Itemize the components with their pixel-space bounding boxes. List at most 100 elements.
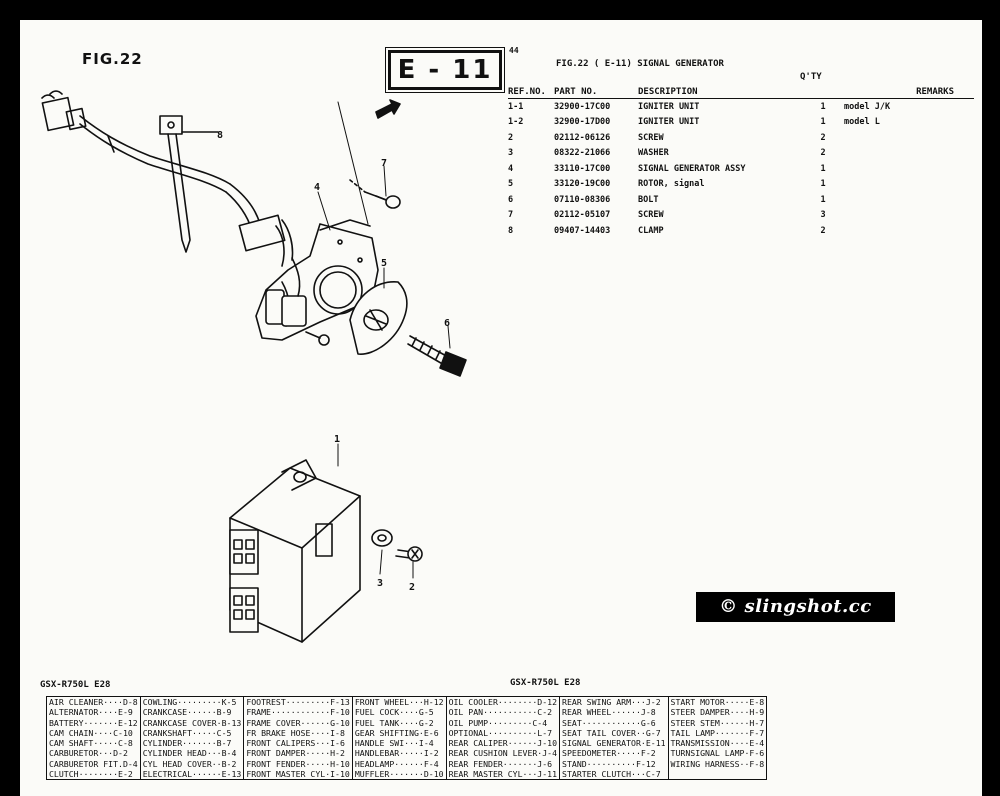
index-entry[interactable]: FR BRAKE HOSE····I-8 (246, 727, 345, 738)
cell-remarks (836, 177, 974, 193)
index-entry[interactable]: FUEL COCK····G-5 (354, 707, 434, 718)
index-entry[interactable]: CRANKCASE······B-9 (142, 707, 232, 718)
cell-desc: SCREW (638, 132, 664, 143)
callout-2: 2 (409, 582, 415, 593)
cell-remarks: model J/K (844, 101, 891, 112)
index-entry[interactable]: SEAT············G-6 (562, 717, 656, 728)
cell-ref: 5 (508, 179, 514, 190)
index-entry[interactable]: OIL COOLER········D-12 (448, 697, 558, 707)
cell-part: 33110-17C00 (554, 163, 611, 174)
index-entry[interactable]: FRONT WHEEL···H-12 (354, 697, 444, 707)
cell-qty: 2 (820, 132, 826, 143)
index-entry[interactable]: REAR FENDER·······J-6 (448, 758, 553, 769)
index-entry[interactable]: CAM CHAIN····C-10 (49, 727, 133, 738)
index-entry[interactable]: CYLINDER HEAD···B-4 (142, 748, 237, 759)
callout-7: 7 (381, 158, 387, 169)
index-entry[interactable]: STEER STEM······H-7 (670, 717, 765, 728)
index-entry[interactable]: CLUTCH········E-2 (49, 769, 133, 780)
index-entry[interactable]: CARBURETOR···D-2 (49, 748, 128, 759)
index-entry[interactable]: FRONT FENDER·····H-10 (246, 758, 350, 769)
index-entry[interactable]: OIL PUMP·········C-4 (448, 717, 548, 728)
index-entry[interactable]: START MOTOR·····E-8 (670, 697, 765, 707)
index-entry[interactable]: OPTIONAL··········L-7 (448, 727, 553, 738)
index-entry[interactable]: FUEL TANK····G-2 (354, 717, 434, 728)
index-entry[interactable]: CYLINDER·······B-7 (142, 738, 232, 749)
index-entry[interactable]: WIRING HARNESS··F-8 (670, 758, 765, 769)
index-entry[interactable]: COWLING·········K-5 (142, 697, 237, 707)
callout-leaders (217, 101, 451, 579)
callout-1: 1 (334, 434, 340, 445)
cell-ref: 1-2 (508, 117, 524, 128)
index-entry[interactable]: CRANKSHAFT·····C-5 (142, 727, 232, 738)
cell-ref: 3 (508, 148, 514, 159)
index-entry[interactable]: HANDLE SWI···I-4 (354, 738, 434, 749)
col-header-part: PART NO. (554, 87, 638, 99)
index-entry[interactable]: REAR CALIPER······J-10 (448, 738, 558, 749)
watermark: © slingshot.cc (696, 592, 895, 622)
index-entry[interactable] (671, 769, 765, 779)
signal-generator-assy-part-4 (255, 219, 379, 346)
cell-ref: 8 (508, 225, 514, 236)
cell-remarks (836, 146, 974, 162)
index-entry[interactable]: TURNSIGNAL LAMP·F-6 (670, 748, 765, 759)
cell-ref: 7 (508, 210, 514, 221)
index-entry[interactable]: STAND··········F-12 (562, 758, 656, 769)
index-entry[interactable]: ELECTRICAL······E-13 (142, 769, 242, 780)
cell-part: 02112-05107 (554, 210, 611, 221)
index-entry[interactable]: TRANSMISSION····E-4 (670, 738, 765, 749)
index-entry[interactable]: CYL HEAD COVER··B-2 (142, 758, 237, 769)
model-label-right: GSX-R750L E28 (510, 678, 581, 688)
cell-ref: 4 (508, 163, 514, 174)
index-entry[interactable]: CRANKCASE COVER·B-13 (142, 717, 242, 728)
index-entry[interactable]: FOOTREST·········F-13 (246, 697, 350, 707)
index-entry[interactable]: FRAME COVER······G-10 (246, 717, 350, 728)
index-entry[interactable]: REAR SWING ARM···J-2 (562, 697, 661, 707)
index-entry[interactable]: GEAR SHIFTING·E-6 (354, 727, 439, 738)
index-entry[interactable]: STARTER CLUTCH···C-7 (562, 769, 661, 780)
index-entry[interactable]: BATTERY·······E-12 (49, 717, 138, 728)
wiring-harness (41, 90, 294, 267)
index-entry[interactable]: FRONT DAMPER·····H-2 (246, 748, 345, 759)
callout-5: 5 (381, 258, 387, 269)
index-entry[interactable]: TAIL LAMP·······F-7 (670, 727, 765, 738)
cell-qty: 2 (820, 225, 826, 236)
callout-8: 8 (217, 130, 223, 141)
index-entry[interactable]: CAM SHAFT·····C-8 (49, 738, 133, 749)
index-entry[interactable]: FRONT MASTER CYL·I-10 (246, 769, 350, 780)
index-entry[interactable]: REAR CUSHION LEVER·J-4 (448, 748, 558, 759)
cell-qty: 2 (820, 148, 826, 159)
index-entry[interactable]: CARBURETOR FIT.D-4 (49, 758, 138, 769)
cell-desc: CLAMP (638, 225, 664, 236)
cell-remarks (836, 161, 974, 177)
cell-desc: SCREW (638, 210, 664, 221)
model-label-left: GSX-R750L E28 (40, 680, 111, 690)
cell-ref: 1-1 (508, 101, 524, 112)
cell-qty: 1 (820, 163, 826, 174)
cell-qty: 1 (820, 194, 826, 205)
index-entry[interactable]: REAR WHEEL······J-8 (562, 707, 656, 718)
index-entry[interactable]: HANDLEBAR·····I-2 (354, 748, 439, 759)
index-entry[interactable]: FRONT CALIPERS···I-6 (246, 738, 345, 749)
callout-6: 6 (444, 318, 450, 329)
index-entry[interactable]: STEER DAMPER····H-9 (670, 707, 765, 718)
index-entry[interactable]: ALTERNATOR····E-9 (49, 707, 133, 718)
index-entry[interactable]: SPEEDOMETER·····F-2 (562, 748, 656, 759)
cell-desc: SIGNAL GENERATOR ASSY (638, 163, 746, 174)
bolt-part-6 (407, 335, 467, 377)
index-entry[interactable]: SIGNAL GENERATOR·E-11 (562, 738, 666, 749)
index-entry[interactable]: MUFFLER·······D-10 (354, 769, 444, 780)
index-entry[interactable]: HEADLAMP······F-4 (354, 758, 439, 769)
index-entry[interactable]: REAR MASTER CYL···J-11 (448, 769, 558, 780)
index-entry[interactable]: FRAME············F-10 (246, 707, 350, 718)
section-code-box: E - 11 (385, 47, 505, 93)
parts-sheet: FIG.22 E - 11 44 (20, 20, 982, 796)
col-header-ref: REF.NO. (508, 87, 554, 99)
index-entry[interactable]: OIL PAN···········C-2 (448, 707, 553, 718)
index-entry[interactable]: AIR CLEANER····D-8 (49, 697, 138, 707)
index-entry[interactable]: SEAT TAIL COVER··G-7 (562, 727, 661, 738)
